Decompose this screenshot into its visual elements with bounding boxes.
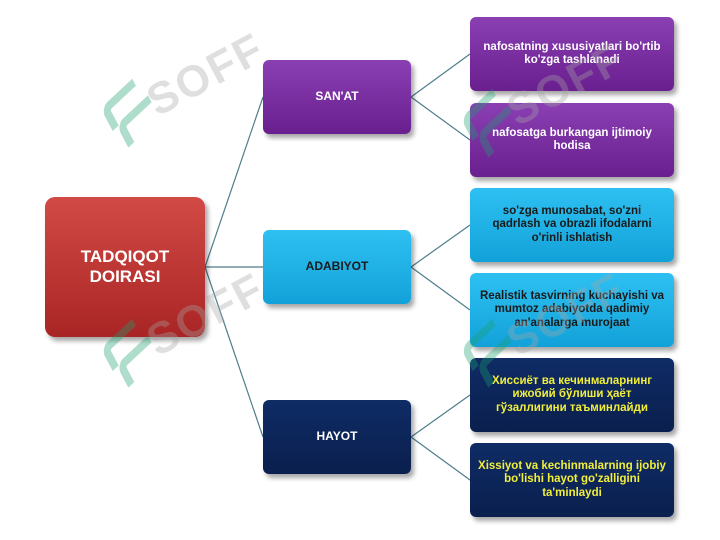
branch-label-hayot: HAYOT (316, 429, 358, 444)
connector-root-hayot (204, 266, 264, 438)
branch-node-hayot: HAYOT (263, 400, 411, 474)
leaf-text: so'zga munosabat, so'zni qadrlash va obr… (492, 205, 652, 244)
leaf-node-hayot-2: Xissiyot va kechinmalarning ijobiy bo'li… (470, 443, 674, 517)
connector-adabiyot-leaf-2 (410, 266, 471, 311)
leaf-node-sanat-2: nafosatga burkangan ijtimoiy hodisa (470, 103, 674, 177)
connector-adabiyot-leaf-1 (410, 224, 471, 268)
branch-label-sanat: SAN'AT (315, 89, 359, 104)
leaf-text: Xissiyot va kechinmalarning ijobiy bo'li… (478, 460, 666, 499)
root-label: TADQIQOT DOIRASI (80, 247, 170, 286)
connector-sanat-leaf-2 (410, 96, 471, 141)
leaf-node-adabiyot-2: Realistik tasvirning kuchayishi va mumto… (470, 273, 674, 347)
root-node: TADQIQOT DOIRASI (45, 197, 205, 337)
leaf-text: Хиссиёт ва кечинмаларнинг ижобий бўлиши … (491, 375, 653, 414)
leaf-node-hayot-1: Хиссиёт ва кечинмаларнинг ижобий бўлиши … (470, 358, 674, 432)
branch-node-sanat: SAN'AT (263, 60, 411, 134)
leaf-node-sanat-1: nafosatning xususiyatlari bo'rtib ko'zga… (470, 17, 674, 91)
branch-label-adabiyot: ADABIYOT (305, 259, 369, 274)
connector-sanat-leaf-1 (410, 53, 471, 98)
leaf-text: nafosatga burkangan ijtimoiy hodisa (492, 126, 652, 152)
branch-node-adabiyot: ADABIYOT (263, 230, 411, 304)
connector-hayot-leaf-2 (410, 436, 471, 481)
leaf-text: Realistik tasvirning kuchayishi va mumto… (479, 290, 665, 329)
leaf-text: nafosatning xususiyatlari bo'rtib ko'zga… (483, 40, 661, 66)
connector-root-sanat (204, 96, 264, 268)
leaf-node-adabiyot-1: so'zga munosabat, so'zni qadrlash va obr… (470, 188, 674, 262)
connector-hayot-leaf-1 (410, 394, 471, 438)
